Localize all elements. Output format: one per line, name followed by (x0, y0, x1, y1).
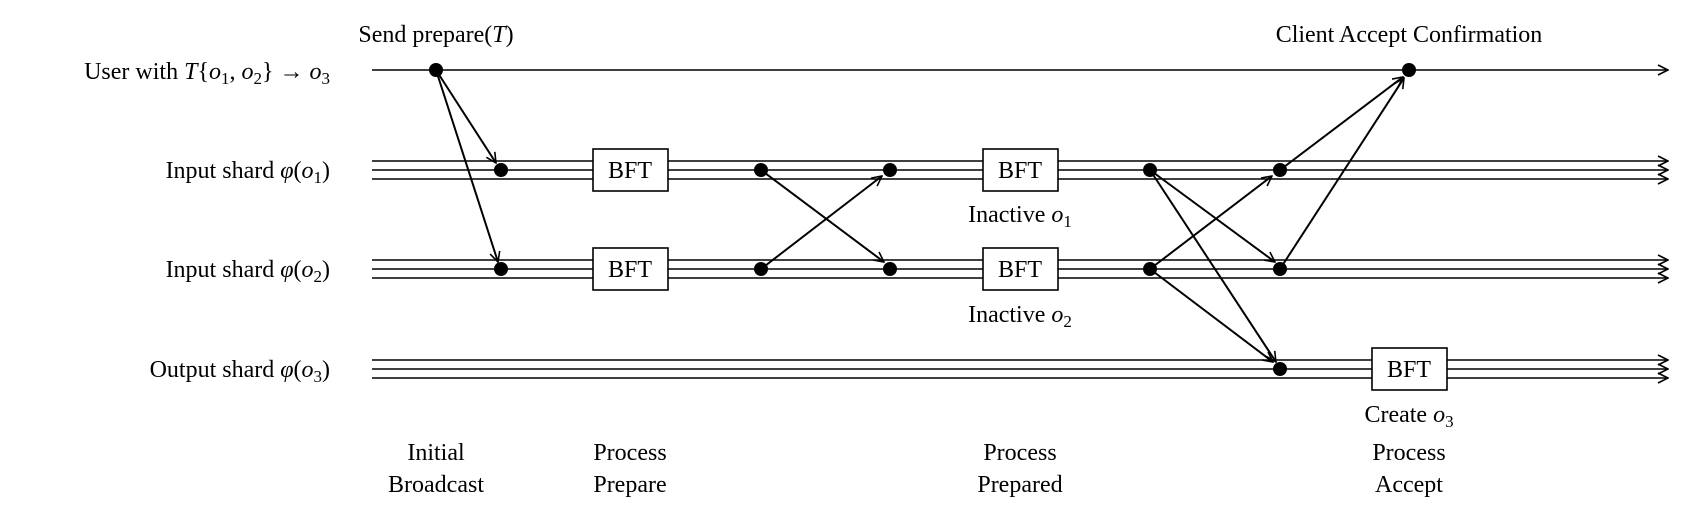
svg-text:BFT: BFT (608, 158, 652, 184)
svg-text:Process: Process (593, 440, 666, 466)
svg-text:Accept: Accept (1375, 472, 1443, 498)
svg-text:BFT: BFT (1387, 357, 1431, 383)
arrow-prepared1-to-shard2 (1149, 169, 1275, 262)
client-accept-label: Client Accept Confirmation (1276, 22, 1543, 48)
output-shard-3-timeline (372, 360, 1668, 378)
svg-text:Prepared: Prepared (977, 472, 1062, 498)
bft-box-shard2-prepared: BFT (982, 247, 1059, 291)
arrow-shard2-to-shard1 (760, 176, 882, 270)
svg-text:Process: Process (983, 440, 1056, 466)
phase-process-accept: Process Accept (1372, 440, 1445, 498)
svg-text:Prepare: Prepare (593, 472, 666, 498)
bft-box-output-accept: BFT (1371, 347, 1448, 391)
svg-text:Initial: Initial (407, 440, 465, 466)
arrow-prepared2-to-output (1149, 268, 1273, 362)
shard1-accept-send-dot (1143, 163, 1157, 177)
client-accept-dot (1402, 63, 1416, 77)
shard2-prepared-dot (883, 262, 897, 276)
arrow-prepared2-to-shard1 (1149, 176, 1272, 270)
shard2-accept-dot (1273, 262, 1287, 276)
message-arrows (435, 69, 1404, 362)
arrow-accept1-to-client (1279, 77, 1403, 171)
phase-process-prepared: Process Prepared (977, 440, 1062, 498)
phase-initial-broadcast: Initial Broadcast (388, 440, 484, 498)
arrow-user-to-shard1 (435, 69, 496, 163)
shard1-prepared-dot (883, 163, 897, 177)
input-shard-1-label: Input shard φ(o1) (166, 158, 330, 187)
shard1-receive-dot (494, 163, 508, 177)
svg-text:BFT: BFT (608, 257, 652, 283)
user-row-label: User with T{o1, o2}→o3 (84, 59, 330, 88)
output-accept-dot (1273, 362, 1287, 376)
inactive-o2-label: Inactive o2 (968, 302, 1072, 331)
shard1-send-dot (754, 163, 768, 177)
arrow-user-to-shard2 (435, 69, 498, 262)
inactive-o1-label: Inactive o1 (968, 202, 1072, 231)
shard2-receive-dot (494, 262, 508, 276)
svg-text:BFT: BFT (998, 257, 1042, 283)
bft-box-shard1-prepared: BFT (982, 148, 1059, 192)
arrow-shard1-to-shard2 (760, 169, 884, 262)
shard1-accept-dot (1273, 163, 1287, 177)
create-o3-label: Create o3 (1364, 402, 1453, 431)
shard2-send-dot (754, 262, 768, 276)
user-send-dot (429, 63, 443, 77)
bft-box-shard2-prepare: BFT (592, 247, 669, 291)
event-dots (429, 63, 1416, 376)
svg-text:Process: Process (1372, 440, 1445, 466)
arrow-prepared1-to-output (1149, 169, 1276, 362)
svg-text:Broadcast: Broadcast (388, 472, 484, 498)
phase-process-prepare: Process Prepare (593, 440, 666, 498)
arrow-accept2-to-client (1279, 78, 1404, 270)
shard2-accept-send-dot (1143, 262, 1157, 276)
output-shard-3-label: Output shard φ(o3) (150, 357, 330, 386)
input-shard-2-label: Input shard φ(o2) (166, 257, 330, 286)
svg-text:BFT: BFT (998, 158, 1042, 184)
bft-box-shard1-prepare: BFT (592, 148, 669, 192)
send-prepare-label: Send prepare(T) (358, 22, 513, 48)
